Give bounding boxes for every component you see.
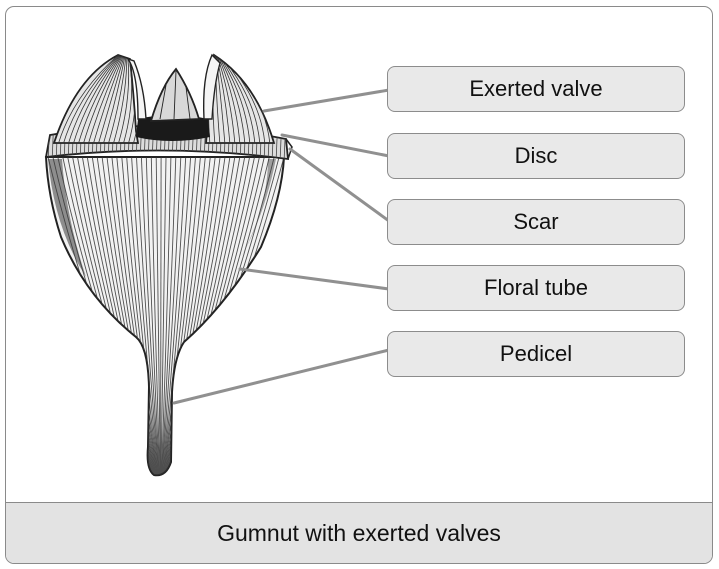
leader-exerted-valve (264, 90, 389, 111)
leader-floral-tube (240, 269, 389, 289)
figure-caption: Gumnut with exerted valves (217, 520, 501, 547)
gumnut-body (46, 157, 284, 477)
leader-disc (282, 135, 389, 156)
label-pedicel: Pedicel (387, 331, 685, 377)
valves (54, 55, 274, 145)
label-exerted-valve-text: Exerted valve (469, 76, 602, 102)
label-scar-text: Scar (513, 209, 558, 235)
label-disc: Disc (387, 133, 685, 179)
leader-pedicel (174, 350, 389, 403)
label-exerted-valve: Exerted valve (387, 66, 685, 112)
caption-bar: Gumnut with exerted valves (6, 502, 712, 563)
label-scar: Scar (387, 199, 685, 245)
figure-panel: Exerted valve Disc Scar Floral tube Pedi… (5, 6, 713, 564)
label-floral-tube: Floral tube (387, 265, 685, 311)
label-pedicel-text: Pedicel (500, 341, 572, 367)
label-floral-tube-text: Floral tube (484, 275, 588, 301)
label-disc-text: Disc (515, 143, 558, 169)
leader-scar (290, 149, 389, 221)
